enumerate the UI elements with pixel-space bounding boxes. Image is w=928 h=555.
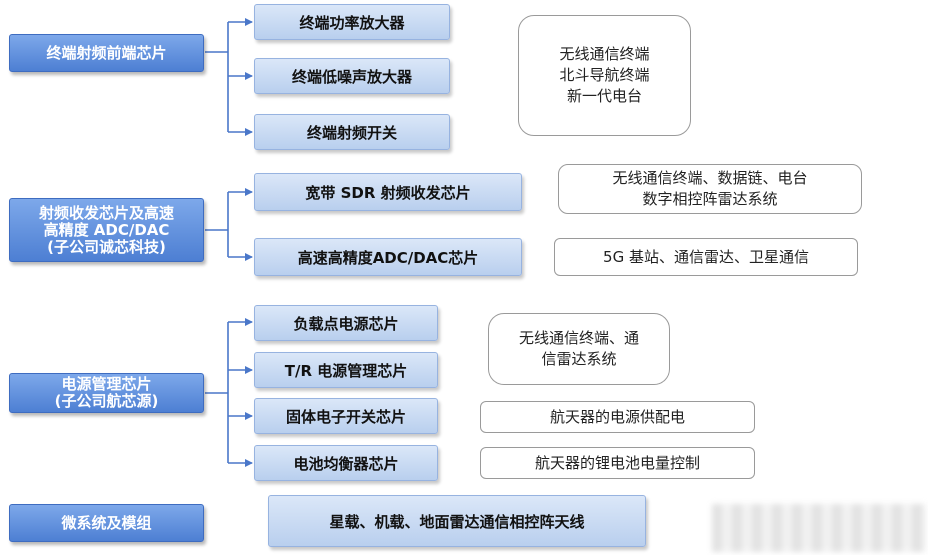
category-microsystem-module: 微系统及模组: [9, 504, 204, 542]
category-label: 终端射频前端芯片: [46, 43, 167, 62]
note-line: 北斗导航终端: [559, 66, 650, 84]
note-line: 信雷达系统: [541, 350, 617, 368]
note-line: 无线通信终端、通: [518, 329, 639, 347]
item-sdr-transceiver: 宽带 SDR 射频收发芯片: [254, 173, 522, 211]
item-rf-switch: 终端射频开关: [254, 114, 450, 150]
item-battery-balancer-chip: 电池均衡器芯片: [254, 445, 438, 481]
category-label: 微系统及模组: [61, 513, 152, 532]
note-rf-frontend-apps: 无线通信终端 北斗导航终端 新一代电台: [518, 15, 691, 136]
note-sdr-apps: 无线通信终端、数据链、电台 数字相控阵雷达系统: [558, 164, 862, 214]
blurred-watermark: [712, 504, 926, 552]
category-rf-frontend: 终端射频前端芯片: [9, 34, 204, 72]
category-label: 射频收发芯片及高速: [38, 203, 174, 222]
note-line: 数字相控阵雷达系统: [642, 190, 778, 208]
item-power-amplifier: 终端功率放大器: [254, 4, 450, 40]
note-line: 航天器的电源供配电: [549, 407, 685, 426]
item-phased-array-antenna: 星载、机载、地面雷达通信相控阵天线: [268, 495, 646, 547]
item-tr-power-chip: T/R 电源管理芯片: [254, 352, 438, 388]
note-adc-apps: 5G 基站、通信雷达、卫星通信: [554, 238, 858, 276]
item-low-noise-amplifier: 终端低噪声放大器: [254, 58, 450, 94]
note-line: 无线通信终端: [559, 45, 650, 63]
note-spacecraft-power: 航天器的电源供配电: [480, 401, 755, 433]
note-spacecraft-battery: 航天器的锂电池电量控制: [480, 447, 755, 479]
item-pol-power-chip: 负载点电源芯片: [254, 305, 438, 341]
note-line: 5G 基站、通信雷达、卫星通信: [603, 247, 809, 266]
note-power-apps: 无线通信终端、通 信雷达系统: [488, 313, 670, 385]
category-label: (子公司诚芯科技): [47, 237, 166, 256]
note-line: 无线通信终端、数据链、电台: [612, 169, 808, 187]
note-line: 新一代电台: [566, 87, 642, 105]
category-power-management: 电源管理芯片 (子公司航芯源): [9, 373, 204, 413]
note-line: 航天器的锂电池电量控制: [534, 453, 700, 472]
item-adc-dac-chip: 高速高精度ADC/DAC芯片: [254, 238, 522, 276]
category-rf-transceiver-adc: 射频收发芯片及高速 高精度 ADC/DAC (子公司诚芯科技): [9, 198, 204, 262]
category-label: 电源管理芯片: [61, 375, 152, 393]
item-solid-switch-chip: 固体电子开关芯片: [254, 398, 438, 434]
category-label: 高精度 ADC/DAC: [43, 220, 170, 239]
category-label: (子公司航芯源): [54, 392, 159, 410]
